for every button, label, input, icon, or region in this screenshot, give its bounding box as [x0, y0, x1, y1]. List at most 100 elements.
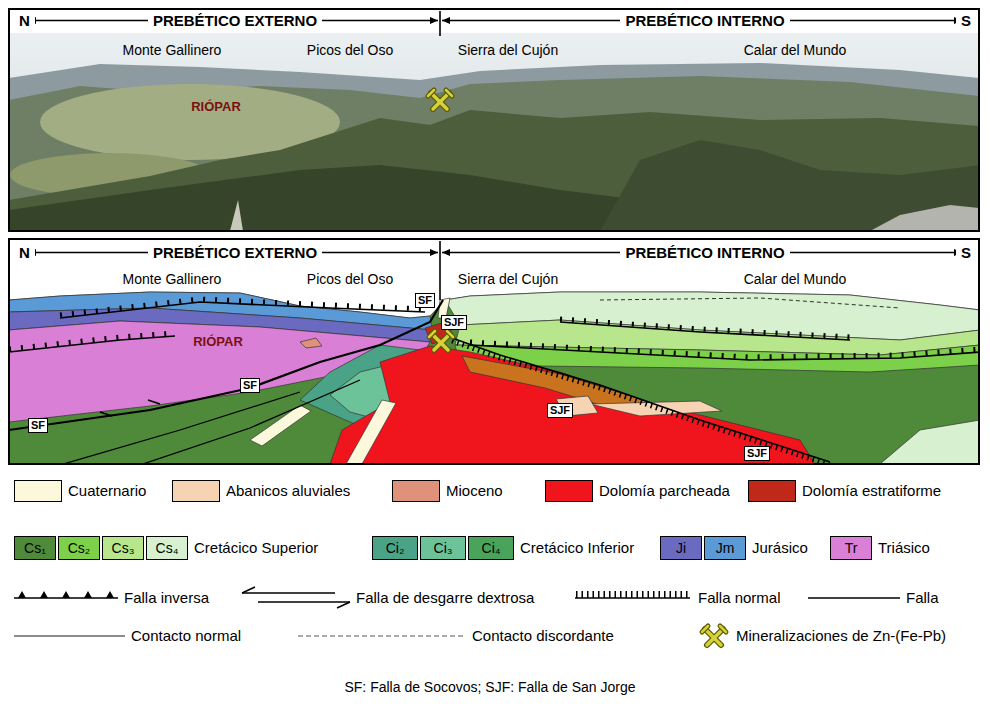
peak-name: Monte Gallinero [123, 271, 222, 288]
legend-text: Contacto discordante [472, 627, 614, 644]
legend-swatch: Cs₃ [102, 536, 144, 560]
illustration-part [576, 591, 690, 598]
legend-swatch: Ci₃ [420, 536, 466, 560]
domain-heading: PREBÉTICO EXTERNO [148, 244, 322, 261]
illustration-part [330, 346, 815, 464]
illustration-part [439, 11, 441, 36]
illustration-part [600, 140, 979, 231]
illustration-part [9, 110, 979, 231]
illustration-part [9, 292, 979, 464]
illustration-part [429, 331, 453, 350]
legend-text: Ji [676, 540, 686, 556]
fault-tag: SF [28, 418, 48, 433]
legend-text: Falla normal [698, 589, 781, 606]
legend-text: Cs₁ [24, 540, 46, 556]
illustration-part [60, 299, 425, 315]
illustration-part [258, 601, 350, 603]
town-name: RIÓPAR [191, 98, 241, 115]
legend-swatch [392, 480, 440, 502]
illustration-part [9, 321, 430, 422]
legend-group-label: Jurásico [752, 539, 808, 556]
legend-swatch: Ci₂ [372, 536, 418, 560]
illustration-part [60, 392, 300, 464]
illustration-part [250, 405, 311, 446]
illustration-part [9, 300, 443, 430]
illustration-part [230, 200, 243, 231]
illustration-part [462, 356, 650, 408]
peak-name: Sierra del Cujón [458, 271, 558, 288]
figure-caption: SF: Falla de Socovos; SJF: Falla de San … [344, 679, 635, 696]
illustration-part [9, 239, 979, 464]
legend-swatch [545, 480, 593, 502]
illustration-part [18, 591, 114, 598]
illustration-part [337, 602, 350, 608]
illustration-part [346, 400, 396, 464]
legend-text: Ci₄ [482, 540, 501, 556]
illustration-part [600, 298, 900, 308]
illustration-part [242, 587, 255, 593]
landscape-photo [9, 9, 979, 231]
legend-text: Contacto normal [131, 627, 241, 644]
legend-text: Mineralizaciones de Zn-(Fe-Pb) [736, 627, 946, 644]
peak-name: Sierra del Cujón [458, 42, 558, 59]
legend-swatch [172, 480, 220, 502]
geological-cross-section [9, 239, 979, 464]
illustration-part [298, 636, 465, 637]
illustration-part [470, 342, 979, 357]
illustration-part [300, 338, 322, 348]
illustration-part [880, 420, 979, 464]
domain-heading: PREBÉTICO INTERNO [620, 244, 789, 261]
illustration-part [452, 341, 830, 464]
legend-swatch [748, 480, 796, 502]
legend-text: Abanicos aluviales [226, 482, 350, 499]
legend-group-label: Cretácico Superior [194, 539, 318, 556]
illustration-part [442, 249, 450, 256]
illustration-part [560, 319, 850, 337]
legend-swatch: Ji [660, 536, 702, 560]
legend-text: Dolomía estratiforme [802, 482, 941, 499]
illustration-part [702, 626, 726, 645]
legend-group-label: Cretácico Inferior [520, 539, 634, 556]
illustration-part [428, 90, 452, 109]
illustration-part [9, 333, 175, 349]
peak-name: Monte Gallinero [123, 42, 222, 59]
legend-text: Ci₃ [434, 540, 453, 556]
illustration-part [14, 636, 125, 637]
legend-text: Falla de desgarre dextrosa [356, 589, 534, 606]
legend-text: Ci₂ [386, 540, 405, 556]
legend-swatch: Jm [704, 536, 746, 560]
illustration-part [439, 241, 441, 300]
peak-name: Calar del Mundo [744, 271, 847, 288]
peak-name: Calar del Mundo [744, 42, 847, 59]
compass-label: N [14, 244, 35, 261]
legend-text: Dolomía parcheada [599, 482, 730, 499]
illustration-part [808, 597, 900, 599]
town-name: RIÓPAR [193, 333, 243, 350]
legend-group-label: Triásico [878, 539, 930, 556]
fault-tag: SF [240, 378, 260, 393]
illustration-part [430, 249, 438, 256]
compass-label: S [956, 12, 976, 29]
legend-text: Cs₄ [156, 540, 179, 556]
illustration-part [9, 9, 979, 33]
section-frame [9, 239, 979, 464]
legend-swatch: Cs₁ [14, 536, 56, 560]
legend-text: Mioceno [446, 482, 503, 499]
legend-swatch: Cs₄ [146, 536, 188, 560]
legend-text: Cuaternario [68, 482, 146, 499]
fault-lines [9, 241, 979, 464]
illustration-part [100, 400, 160, 416]
fault-tag: SJF [744, 446, 770, 461]
fault-tag: SF [415, 293, 435, 308]
photo-header-arrows [28, 11, 962, 36]
legend-text: Falla inversa [124, 589, 209, 606]
illustration-part [242, 592, 335, 594]
domain-heading: PREBÉTICO EXTERNO [148, 12, 322, 29]
photo-frame [9, 9, 979, 231]
legend-text: Jm [716, 540, 735, 556]
legend-swatch: Ci₄ [468, 536, 514, 560]
legend-text: Cs₃ [112, 540, 135, 556]
illustration-part [870, 205, 979, 231]
illustration-part [9, 9, 979, 231]
